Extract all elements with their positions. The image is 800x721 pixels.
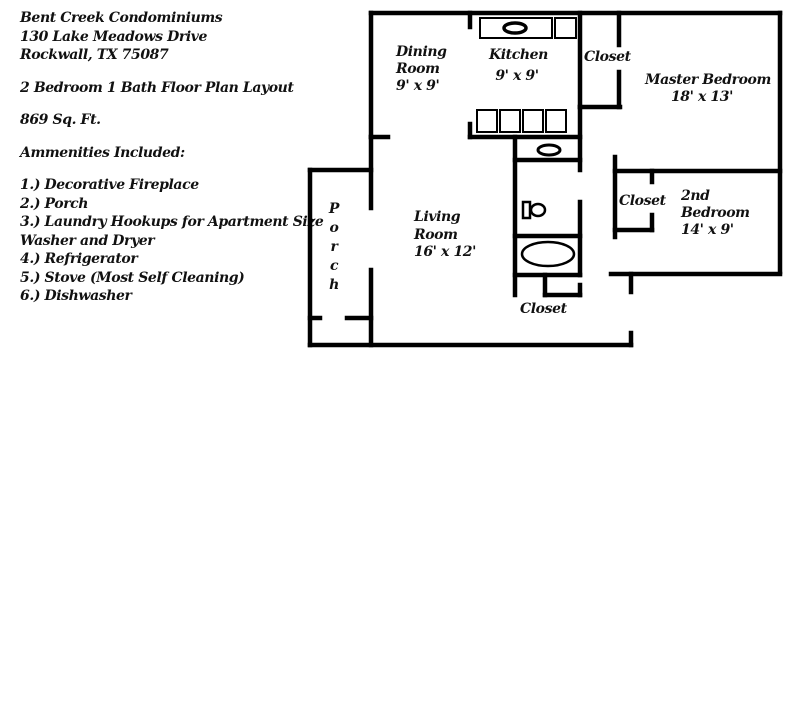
amenity-item: 3.) Laundry Hookups for Apartment Size: [20, 214, 324, 230]
second-closet-label: Closet: [619, 193, 666, 209]
toilet-icon: [521, 200, 547, 220]
counter-cabinet-icon: [545, 109, 567, 133]
bathtub-icon: [520, 240, 576, 268]
property-name: Bent Creek Condominiums: [20, 10, 223, 26]
living-room-label: Living Room 16' x 12': [414, 209, 477, 260]
hall-closet-label: Closet: [520, 301, 567, 317]
amenity-item-continued: Washer and Dryer: [20, 232, 155, 249]
square-feet: 869 Sq. Ft.: [20, 112, 101, 128]
amenity-item: 5.) Stove (Most Self Cleaning): [20, 269, 245, 286]
address-line-1: 130 Lake Meadows Drive: [20, 28, 207, 45]
dining-room-label: Dining Room 9' x 9': [396, 44, 447, 94]
kitchen-label: Kitchen 9' x 9': [489, 47, 548, 84]
amenity-item: 1.) Decorative Fireplace: [20, 177, 199, 193]
porch-label: P o r c h: [328, 201, 340, 293]
amenity-item: 2.) Porch: [20, 195, 89, 212]
kitchen-sink-icon: [502, 21, 528, 35]
property-info: Bent Creek Condominiums 130 Lake Meadows…: [20, 9, 324, 306]
amenity-item: 4.) Refrigerator: [20, 251, 138, 267]
address-line-2: Rockwall, TX 75087: [20, 47, 169, 63]
stove-burner-1: [476, 109, 498, 133]
stove-burner-2: [499, 109, 521, 133]
master-closet-label: Closet: [584, 49, 631, 65]
bathroom-sink-icon: [536, 143, 562, 157]
amenity-item: 6.) Dishwasher: [20, 288, 132, 304]
walls: [307, 10, 783, 348]
refrigerator-icon: [554, 17, 577, 39]
layout-title: 2 Bedroom 1 Bath Floor Plan Layout: [20, 79, 294, 96]
second-bedroom-label: 2nd Bedroom 14' x 9': [681, 188, 750, 238]
dishwasher-icon: [522, 109, 544, 133]
master-bedroom-label: Master Bedroom 18' x 13': [645, 72, 771, 105]
amenities-list: 1.) Decorative Fireplace 2.) Porch 3.) L…: [20, 176, 324, 306]
amenities-heading: Ammenities Included:: [20, 144, 185, 161]
fixtures: [476, 17, 577, 268]
